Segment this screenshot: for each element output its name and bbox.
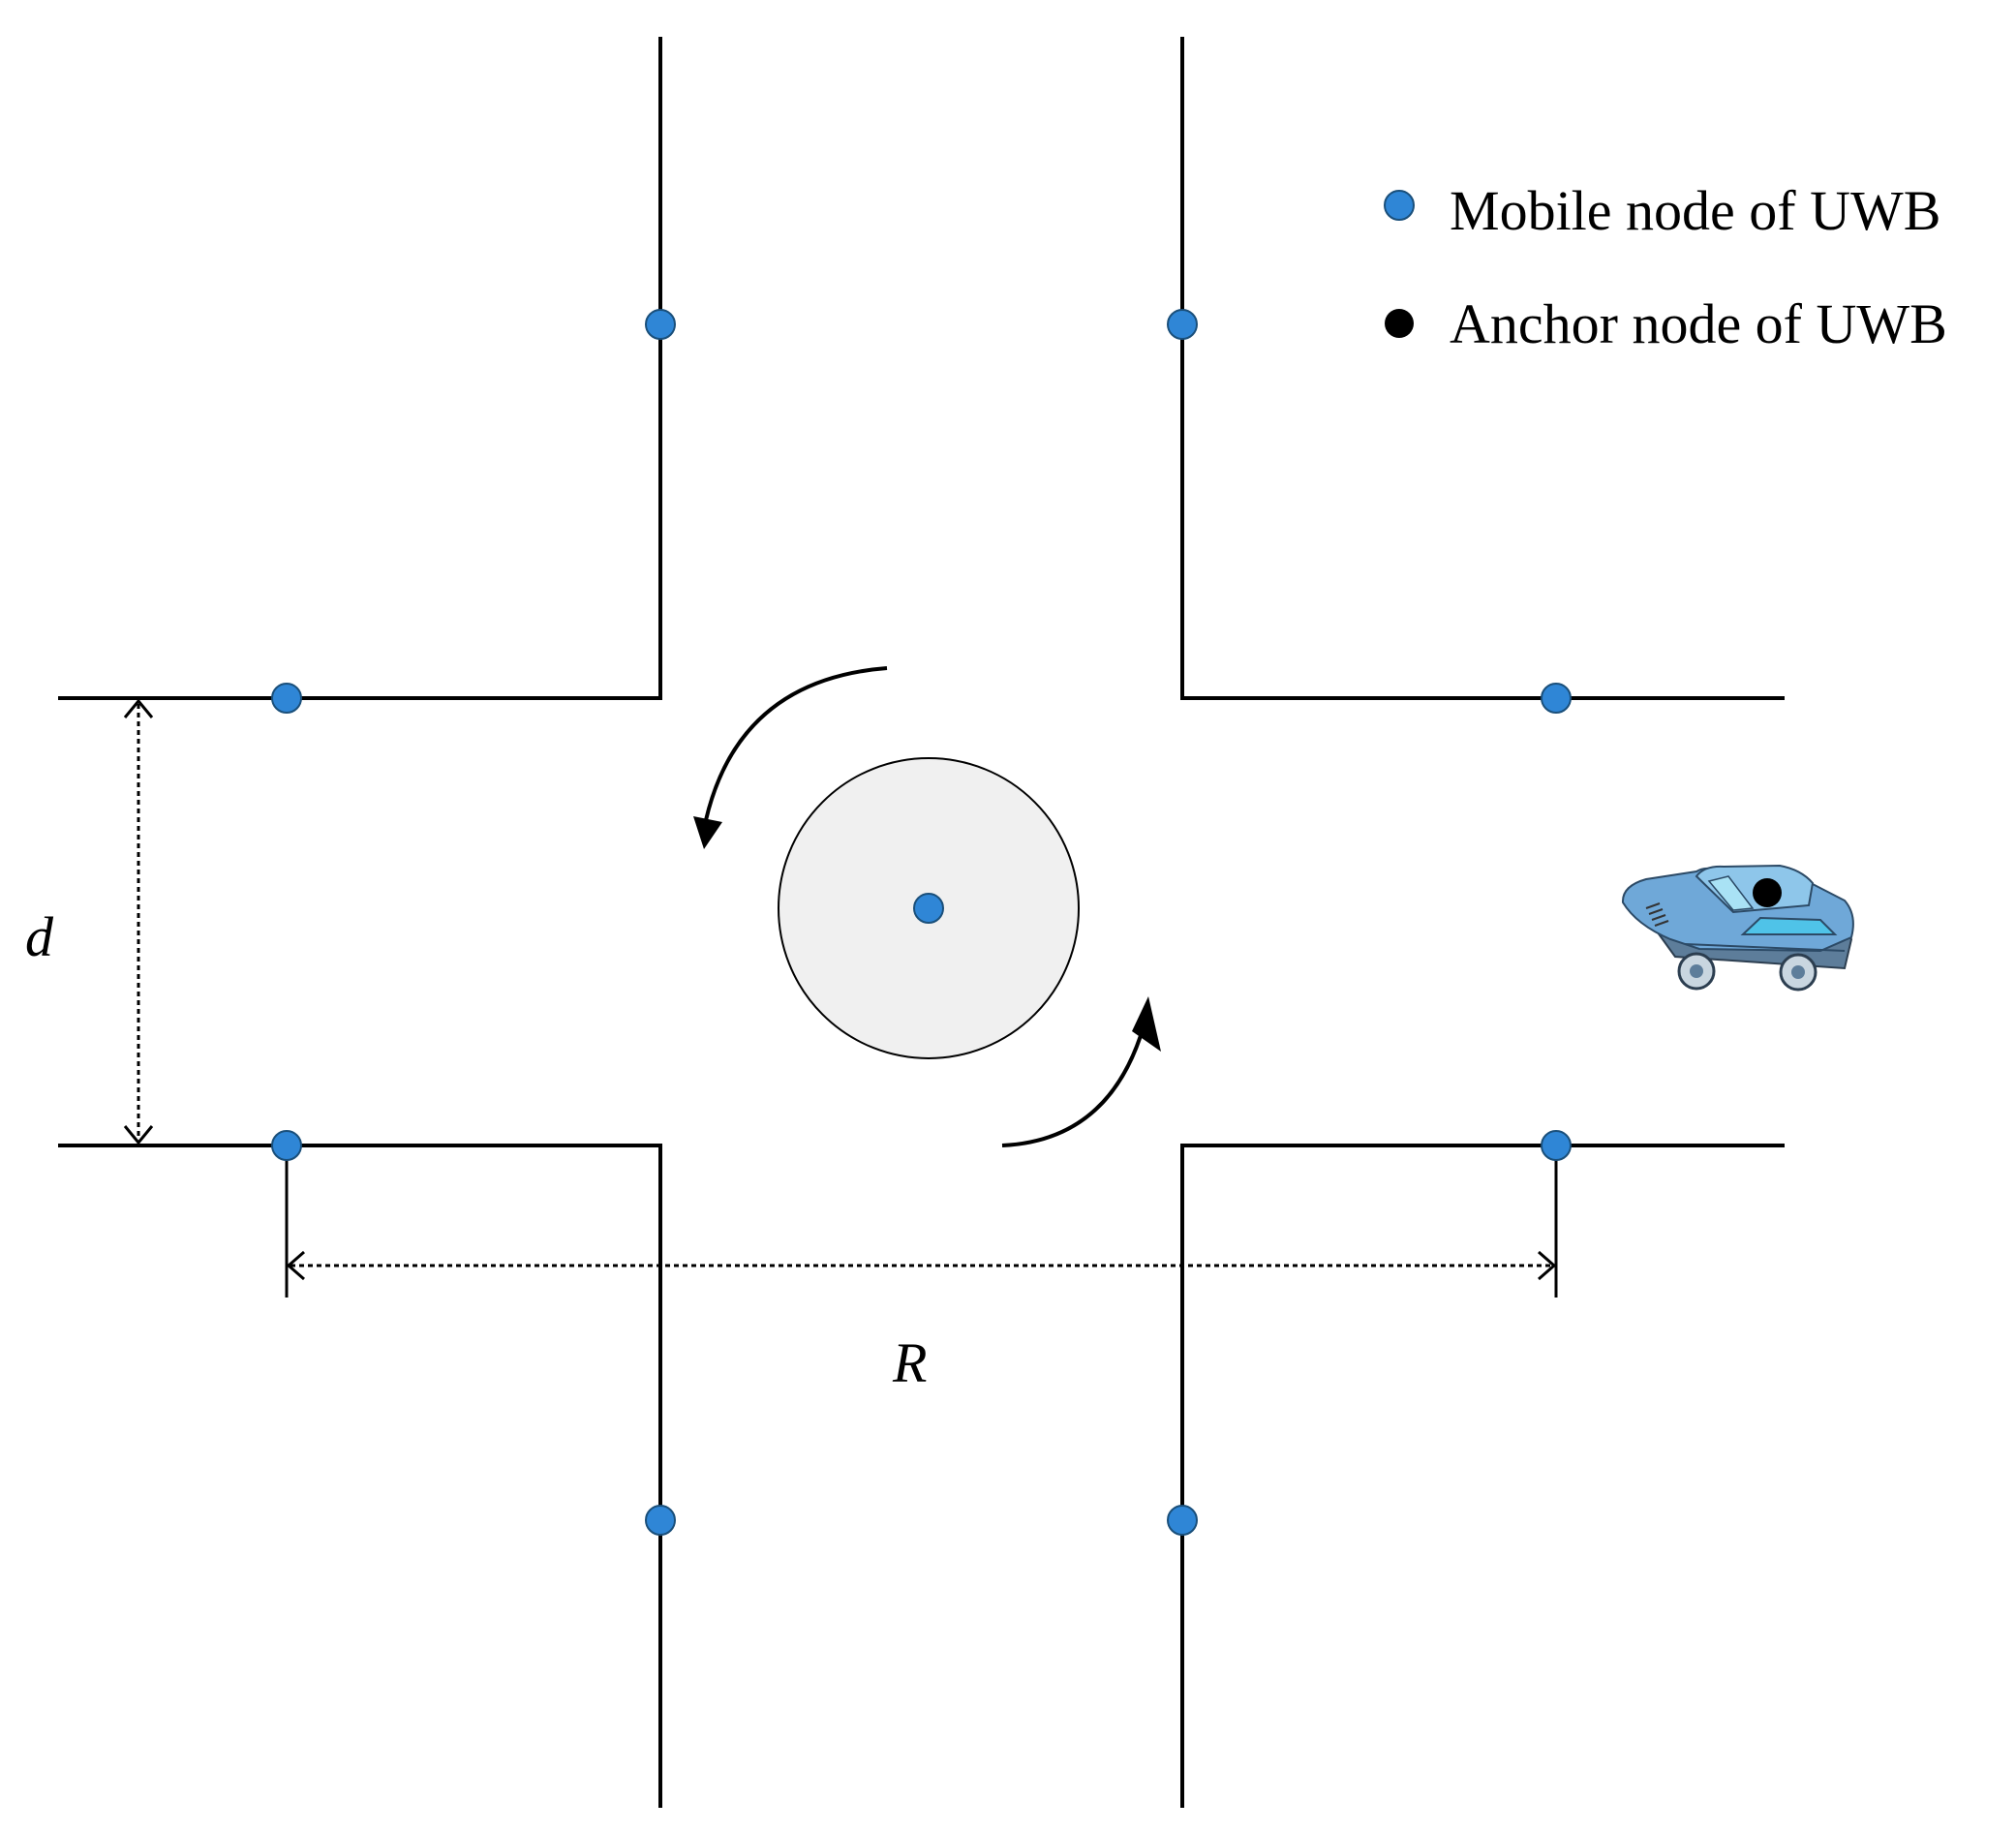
road-edge-top-right xyxy=(1180,37,1785,700)
mobile-node-north-right xyxy=(1167,309,1198,340)
dimension-r-arrow-right xyxy=(1538,1250,1557,1281)
legend-anchor-node-marker xyxy=(1385,309,1414,338)
car-side-trim xyxy=(1684,943,1846,952)
legend-anchor-node-label: Anchor node of UWB xyxy=(1450,292,1947,355)
dimension-d: d xyxy=(25,698,154,1145)
dimension-d-label: d xyxy=(25,905,54,968)
mobile-nodes xyxy=(271,309,1572,1536)
mobile-node-south-left xyxy=(645,1505,676,1536)
car-wheel-rear-hub xyxy=(1791,965,1805,979)
mobile-node-east-top xyxy=(1541,683,1572,714)
mobile-node-center xyxy=(913,893,944,924)
car-window xyxy=(1740,916,1838,935)
car-grille xyxy=(1645,902,1669,927)
circulation-arrowhead-lower xyxy=(1132,996,1161,1052)
road-edge-top-left xyxy=(58,37,662,700)
anchor-node-on-car xyxy=(1753,878,1782,907)
legend-mobile-node-marker xyxy=(1384,190,1415,221)
mobile-node-south-right xyxy=(1167,1505,1198,1536)
legend: Mobile node of UWB Anchor node of UWB xyxy=(1384,179,1947,355)
car-icon xyxy=(1621,864,1854,992)
road-edge-bottom-right xyxy=(1180,1144,1785,1808)
mobile-node-north-left xyxy=(645,309,676,340)
road-edge-bottom-left xyxy=(58,1144,662,1808)
dimension-r: R xyxy=(285,1145,1558,1394)
dimension-r-label: R xyxy=(892,1331,927,1394)
circulation-arrow-lower xyxy=(1001,1025,1145,1147)
circulation-arrow-upper xyxy=(704,666,888,821)
legend-mobile-node-label: Mobile node of UWB xyxy=(1450,179,1940,242)
dimension-d-arrow-bottom xyxy=(123,1125,154,1145)
car-front-window xyxy=(1707,875,1755,911)
car-wheel-front-hub xyxy=(1690,964,1703,978)
mobile-node-west-top xyxy=(271,683,302,714)
mobile-node-east-bottom xyxy=(1541,1130,1572,1161)
dimension-r-arrow-left xyxy=(286,1250,305,1281)
mobile-node-west-bottom xyxy=(271,1130,302,1161)
counterclockwise-arrow-icon xyxy=(693,666,1161,1147)
dimension-d-arrow-top xyxy=(123,698,154,718)
road-boundaries xyxy=(58,37,1785,1808)
circulation-arrowhead-upper xyxy=(693,816,722,849)
